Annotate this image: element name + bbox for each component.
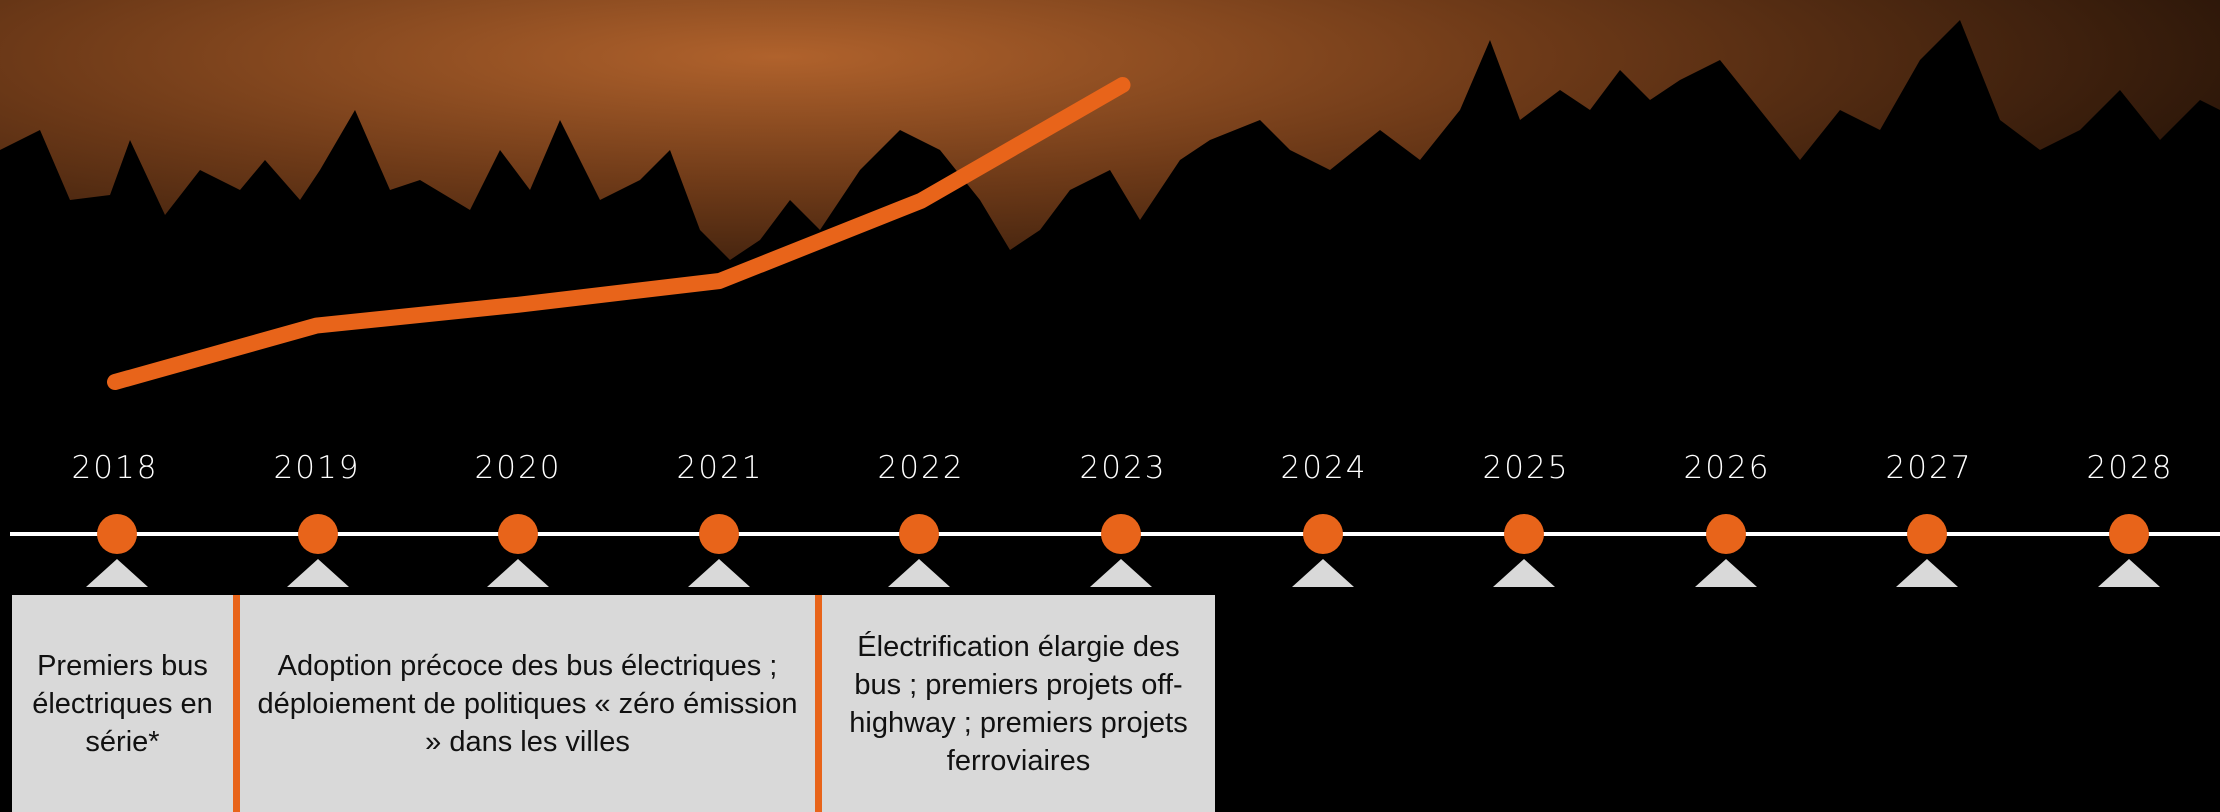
marker-2028 <box>2109 514 2149 554</box>
pointer-2019 <box>287 559 349 587</box>
milestone-panel-2019-2021: Adoption précoce des bus électriques ; d… <box>240 595 815 812</box>
milestone-text-2019-2021: Adoption précoce des bus électriques ; d… <box>257 649 798 758</box>
pointer-2023 <box>1090 559 1152 587</box>
year-2027: 2027 <box>1885 450 1973 486</box>
pointer-2021 <box>688 559 750 587</box>
pointer-2028 <box>2098 559 2160 587</box>
year-2026: 2026 <box>1683 450 1771 486</box>
marker-2025 <box>1504 514 1544 554</box>
marker-2021 <box>699 514 739 554</box>
pointer-2022 <box>888 559 950 587</box>
marker-2024 <box>1303 514 1343 554</box>
marker-2020 <box>498 514 538 554</box>
marker-2027 <box>1907 514 1947 554</box>
year-2023: 2023 <box>1079 450 1167 486</box>
panel-divider <box>815 595 822 812</box>
marker-2022 <box>899 514 939 554</box>
pointer-2024 <box>1292 559 1354 587</box>
pointer-2020 <box>487 559 549 587</box>
year-2018: 2018 <box>71 450 159 486</box>
tree-silhouette <box>0 20 2220 420</box>
year-2022: 2022 <box>877 450 965 486</box>
marker-2018 <box>97 514 137 554</box>
pointer-2026 <box>1695 559 1757 587</box>
year-2021: 2021 <box>676 450 764 486</box>
year-2028: 2028 <box>2086 450 2174 486</box>
trend-line <box>107 77 1131 390</box>
marker-2023 <box>1101 514 1141 554</box>
milestone-panel-2022-2023: Électrification élargie des bus ; premie… <box>822 595 1215 812</box>
milestone-text-2018: Premiers bus électriques en série* <box>32 649 213 758</box>
year-2025: 2025 <box>1482 450 1570 486</box>
year-2024: 2024 <box>1280 450 1368 486</box>
pointer-2018 <box>86 559 148 587</box>
year-2019: 2019 <box>273 450 361 486</box>
year-2020: 2020 <box>474 450 562 486</box>
marker-2019 <box>298 514 338 554</box>
milestone-panel-2018: Premiers bus électriques en série* <box>12 595 233 812</box>
pointer-2025 <box>1493 559 1555 587</box>
pointer-2027 <box>1896 559 1958 587</box>
marker-2026 <box>1706 514 1746 554</box>
milestone-text-2022-2023: Électrification élargie des bus ; premie… <box>849 630 1188 777</box>
panel-divider <box>233 595 240 812</box>
